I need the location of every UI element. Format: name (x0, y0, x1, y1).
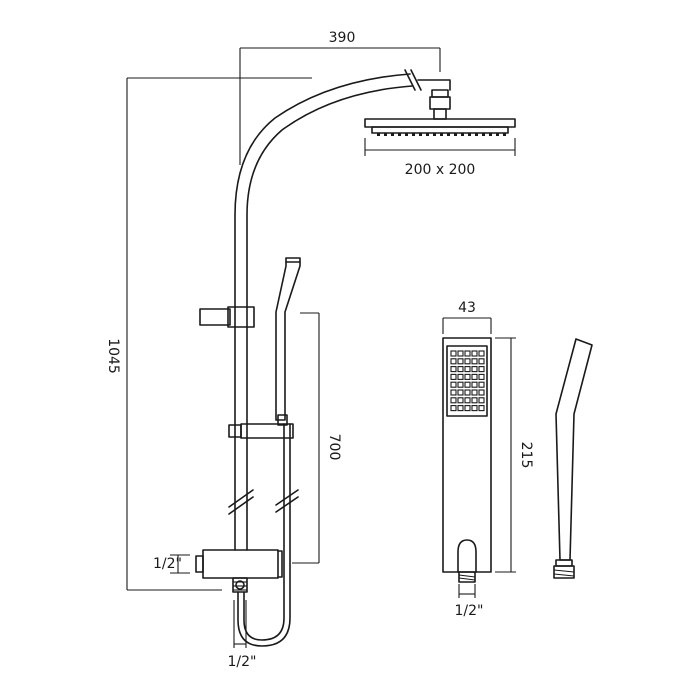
shower-head-arm-connector (417, 79, 451, 120)
spray-hole (478, 350, 485, 357)
nozzle (433, 133, 436, 136)
overall-height-label: 1045 (105, 338, 121, 374)
spray-hole (464, 358, 471, 365)
dimension-head-size: 200 x 200 (364, 138, 516, 178)
spray-hole (464, 389, 471, 396)
nozzle (454, 133, 457, 136)
nozzle (482, 133, 485, 136)
rail-length-label: 700 (326, 434, 342, 461)
spray-hole (450, 397, 457, 404)
spray-hole (471, 397, 478, 404)
nozzle (377, 133, 380, 136)
dimension-rail-length: 700 (292, 312, 342, 564)
handset-spray-holes (450, 350, 485, 412)
dimension-overall-height: 1045 (105, 77, 312, 591)
spray-hole (471, 405, 478, 412)
spray-hole (457, 366, 464, 373)
handset-detail-front (442, 337, 492, 583)
spray-hole (450, 358, 457, 365)
spray-hole (450, 350, 457, 357)
spray-hole (471, 366, 478, 373)
spray-hole (450, 381, 457, 388)
dimension-valve-inlet: 1/2" (153, 554, 190, 574)
spray-hole (457, 381, 464, 388)
nozzle (398, 133, 401, 136)
valve-inlet-label: 1/2" (153, 556, 182, 572)
handset-connector-label: 1/2" (455, 603, 484, 619)
mixer-valve-body (195, 549, 283, 593)
handset-length-label: 215 (518, 442, 534, 469)
spray-hole (478, 366, 485, 373)
nozzle (461, 133, 464, 136)
spray-hole (471, 350, 478, 357)
spray-hole (457, 373, 464, 380)
nozzle (447, 133, 450, 136)
nozzle (496, 133, 499, 136)
spray-hole (457, 389, 464, 396)
nozzle (419, 133, 422, 136)
arm-reach-label: 390 (329, 30, 356, 46)
nozzle (489, 133, 492, 136)
handset-detail-side (553, 338, 593, 579)
spray-hole (457, 397, 464, 404)
spray-hole (471, 358, 478, 365)
spray-hole (464, 405, 471, 412)
shower-hose (237, 423, 299, 647)
spray-hole (471, 373, 478, 380)
spray-hole (464, 373, 471, 380)
riser-rail (228, 69, 422, 551)
spray-hole (478, 381, 485, 388)
nozzle (426, 133, 429, 136)
spray-hole (478, 358, 485, 365)
spray-hole (450, 389, 457, 396)
spray-hole (450, 373, 457, 380)
dimension-handset-length: 215 (495, 337, 534, 573)
spray-hole (478, 405, 485, 412)
shower-head-nozzles (377, 133, 506, 136)
nozzle (440, 133, 443, 136)
nozzle (412, 133, 415, 136)
spray-hole (464, 366, 471, 373)
dimension-outlet-bottom: 1/2" (228, 600, 257, 670)
handset-holder-bracket (228, 423, 294, 439)
fixed-shower-head (364, 118, 516, 136)
spray-hole (471, 389, 478, 396)
spray-hole (457, 405, 464, 412)
dimension-handset-connector: 1/2" (455, 584, 484, 619)
dimension-handset-width: 43 (442, 300, 492, 334)
head-size-label: 200 x 200 (405, 162, 476, 178)
nozzle (468, 133, 471, 136)
spray-hole (457, 358, 464, 365)
spray-hole (478, 389, 485, 396)
spray-hole (464, 350, 471, 357)
spray-hole (478, 373, 485, 380)
spray-hole (450, 366, 457, 373)
nozzle (475, 133, 478, 136)
nozzle (384, 133, 387, 136)
spray-hole (471, 381, 478, 388)
spray-hole (450, 405, 457, 412)
nozzle (405, 133, 408, 136)
dimension-arm-reach: 390 (239, 30, 441, 165)
handset-width-label: 43 (458, 300, 476, 316)
handset-on-rail (275, 257, 301, 426)
nozzle (503, 133, 506, 136)
rail-bracket-upper (199, 306, 255, 328)
spray-hole (464, 381, 471, 388)
spray-hole (478, 397, 485, 404)
nozzle (391, 133, 394, 136)
spray-hole (457, 350, 464, 357)
outlet-bottom-label: 1/2" (228, 654, 257, 670)
spray-hole (464, 397, 471, 404)
